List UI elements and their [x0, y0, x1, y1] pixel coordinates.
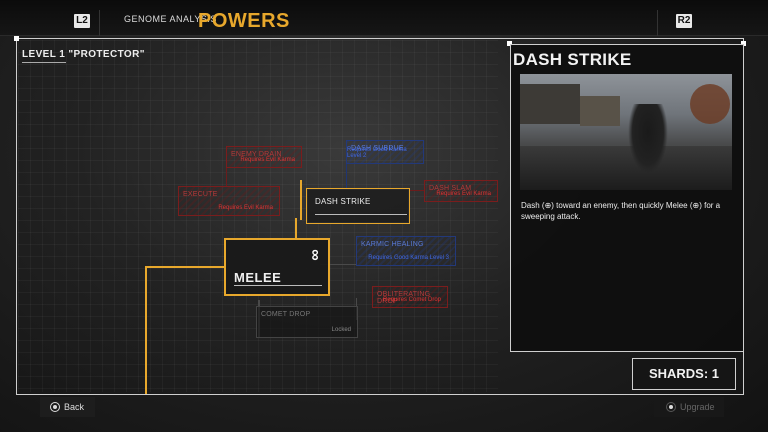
back-label: Back	[64, 402, 85, 412]
skill-node-obliterating-drop[interactable]: OBLITERATING DROP Requires Comet Drop	[372, 286, 448, 308]
skill-name: DASH STRIKE	[315, 197, 371, 206]
upgrade-label: Upgrade	[680, 402, 715, 412]
l2-trigger-icon[interactable]: L2	[74, 14, 90, 28]
skill-requirement: Requires Comet Drop	[382, 297, 441, 303]
circle-button-icon	[50, 402, 60, 412]
connector-line	[320, 264, 356, 265]
detail-title: DASH STRIKE	[513, 50, 632, 69]
frame-corner	[741, 41, 746, 46]
skill-name: COMET DROP	[261, 311, 311, 318]
skill-name: OBLITERATING DROP	[377, 291, 431, 305]
skill-node-execute[interactable]: EXECUTE Requires Evil Karma	[178, 186, 280, 216]
frame-corner	[14, 36, 19, 41]
skill-name: KARMIC HEALING	[361, 241, 424, 248]
back-button[interactable]: Back	[40, 397, 95, 417]
connector-line	[295, 218, 297, 240]
skill-requirement: Requires Good Karma Level 2	[347, 147, 407, 159]
preview-road	[520, 146, 732, 190]
level-underline	[22, 62, 66, 63]
section-subtitle: GENOME ANALYSIS	[124, 14, 217, 24]
connector-line	[226, 158, 227, 186]
skill-node-comet-drop[interactable]: COMET DROP Locked	[256, 306, 358, 338]
detail-description: Dash (⊕) toward an enemy, then quickly M…	[521, 201, 721, 221]
skill-name: MELEE	[234, 270, 282, 285]
skill-name: DASH SLAM	[429, 185, 472, 192]
connector-line	[300, 180, 302, 220]
frame-corner	[507, 41, 512, 46]
skill-node-melee[interactable]: ∞ MELEE	[224, 238, 330, 296]
preview-character	[628, 104, 668, 174]
skill-name: EXECUTE	[183, 191, 218, 198]
skill-requirement: Requires Evil Karma	[240, 157, 295, 163]
connector-line	[410, 190, 424, 191]
skill-node-karmic-healing[interactable]: KARMIC HEALING Requires Good Karma Level…	[356, 236, 456, 266]
node-underline	[234, 285, 322, 286]
connector-line	[145, 266, 225, 268]
skill-name: DASH SUBDUE	[351, 145, 404, 152]
left-trigger-area[interactable]	[0, 10, 100, 36]
cross-button-icon	[666, 402, 676, 412]
skill-name: ENEMY DRAIN	[231, 151, 282, 158]
preview-tree	[690, 84, 730, 124]
level-title: LEVEL 1 "PROTECTOR"	[22, 49, 145, 60]
skill-requirement: Locked	[331, 327, 351, 333]
skill-node-dash-slam[interactable]: DASH SLAM Requires Evil Karma	[424, 180, 498, 202]
skill-requirement: Requires Good Karma Level 3	[368, 255, 449, 261]
upgrade-button[interactable]: Upgrade	[654, 397, 724, 417]
infinity-icon: ∞	[306, 249, 324, 261]
page-title: POWERS	[198, 10, 290, 32]
connector-line	[346, 160, 347, 188]
skill-requirement: Requires Evil Karma	[218, 205, 273, 211]
top-bar: L2 R2 GENOME ANALYSIS POWERS	[0, 0, 768, 36]
right-trigger-area[interactable]	[657, 10, 768, 36]
skill-node-dash-strike[interactable]: DASH STRIKE	[306, 188, 410, 224]
connector-line	[145, 266, 147, 394]
r2-trigger-icon[interactable]: R2	[676, 14, 692, 28]
power-preview-image	[520, 74, 732, 190]
skill-node-enemy-drain[interactable]: ENEMY DRAIN Requires Evil Karma	[226, 146, 302, 168]
skill-requirement: Requires Evil Karma	[436, 191, 491, 197]
preview-building	[580, 96, 620, 126]
skill-node-dash-subdue[interactable]: DASH SUBDUE Requires Good Karma Level 2	[346, 140, 424, 164]
preview-building	[520, 84, 580, 124]
shards-counter: SHARDS: 1	[632, 358, 736, 390]
node-underline	[315, 214, 407, 215]
